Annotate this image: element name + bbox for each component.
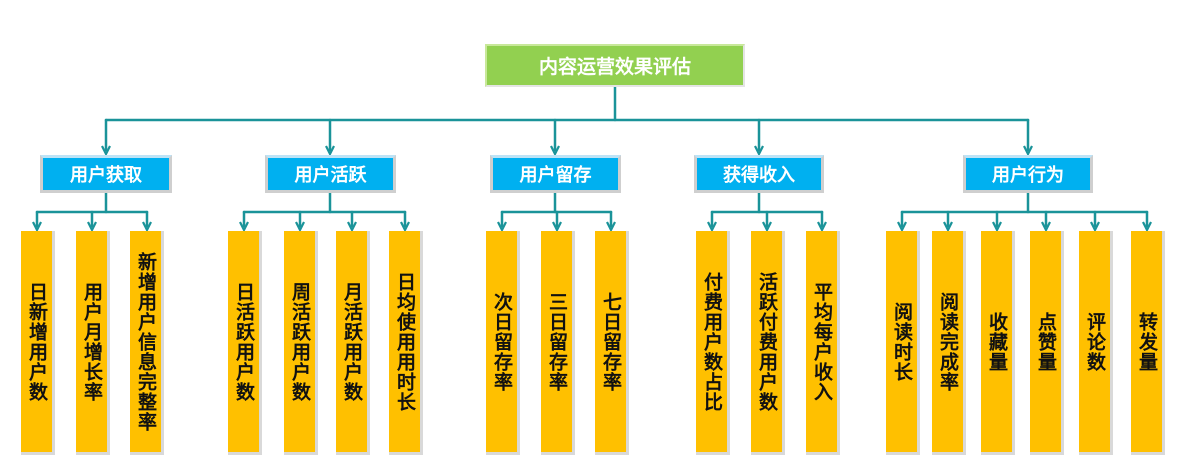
category-label: 获得收入 bbox=[723, 165, 795, 186]
root-label: 内容运营效果评估 bbox=[538, 56, 691, 78]
leaf-label: 三日留存率 bbox=[546, 291, 568, 392]
leaf-node: 三日留存率 bbox=[541, 231, 575, 455]
leaf-label: 次日留存率 bbox=[491, 291, 513, 392]
leaf-label: 评论数 bbox=[1084, 311, 1106, 372]
leaf-label: 转发量 bbox=[1136, 311, 1158, 372]
category-behavior: 用户行为 bbox=[963, 155, 1093, 193]
leaf-node: 点赞量 bbox=[1030, 231, 1064, 455]
category-activity: 用户活跃 bbox=[265, 155, 396, 193]
leaf-node: 七日留存率 bbox=[595, 231, 629, 455]
category-revenue: 获得收入 bbox=[694, 155, 824, 193]
leaf-label: 用户月增长率 bbox=[81, 281, 103, 402]
leaf-node: 收藏量 bbox=[981, 231, 1015, 455]
leaf-label: 七日留存率 bbox=[600, 291, 622, 392]
leaf-node: 活跃付费用户数 bbox=[751, 231, 785, 455]
category-label: 用户活跃 bbox=[294, 165, 367, 186]
leaf-node: 日均使用用时长 bbox=[389, 231, 423, 455]
category-retention: 用户留存 bbox=[490, 155, 621, 193]
leaf-node: 平均每户收入 bbox=[806, 231, 840, 455]
leaf-label: 日活跃用户数 bbox=[233, 281, 255, 402]
leaf-node: 日活跃用户数 bbox=[228, 231, 262, 455]
leaf-label: 平均每户收入 bbox=[811, 281, 833, 402]
leaf-node: 阅读时长 bbox=[886, 231, 920, 455]
leaf-label: 阅读完成率 bbox=[937, 291, 959, 392]
leaf-node: 新增用户信息完整率 bbox=[130, 231, 164, 455]
leaf-node: 付费用户数占比 bbox=[696, 231, 730, 455]
leaf-label: 付费用户数占比 bbox=[701, 271, 723, 412]
leaf-node: 评论数 bbox=[1079, 231, 1113, 455]
category-acquisition: 用户获取 bbox=[40, 155, 172, 193]
leaf-label: 阅读时长 bbox=[891, 301, 913, 382]
leaf-node: 转发量 bbox=[1131, 231, 1165, 455]
root-node: 内容运营效果评估 bbox=[485, 44, 745, 87]
leaf-node: 次日留存率 bbox=[486, 231, 520, 455]
leaf-label: 月活跃用户数 bbox=[341, 281, 363, 402]
leaf-node: 用户月增长率 bbox=[76, 231, 110, 455]
leaf-node: 日新增用户数 bbox=[21, 231, 55, 455]
leaf-label: 日新增用户数 bbox=[26, 281, 48, 402]
leaf-label: 点赞量 bbox=[1035, 311, 1057, 372]
leaf-label: 日均使用用时长 bbox=[394, 271, 416, 412]
leaf-label: 周活跃用户数 bbox=[289, 281, 311, 402]
category-label: 用户获取 bbox=[70, 165, 142, 186]
leaf-label: 活跃付费用户数 bbox=[756, 271, 778, 412]
leaf-node: 周活跃用户数 bbox=[284, 231, 318, 455]
category-label: 用户行为 bbox=[992, 165, 1064, 186]
leaf-label: 新增用户信息完整率 bbox=[135, 251, 157, 432]
leaf-label: 收藏量 bbox=[986, 311, 1008, 372]
category-label: 用户留存 bbox=[519, 165, 592, 186]
leaf-node: 月活跃用户数 bbox=[336, 231, 370, 455]
leaf-node: 阅读完成率 bbox=[932, 231, 966, 455]
